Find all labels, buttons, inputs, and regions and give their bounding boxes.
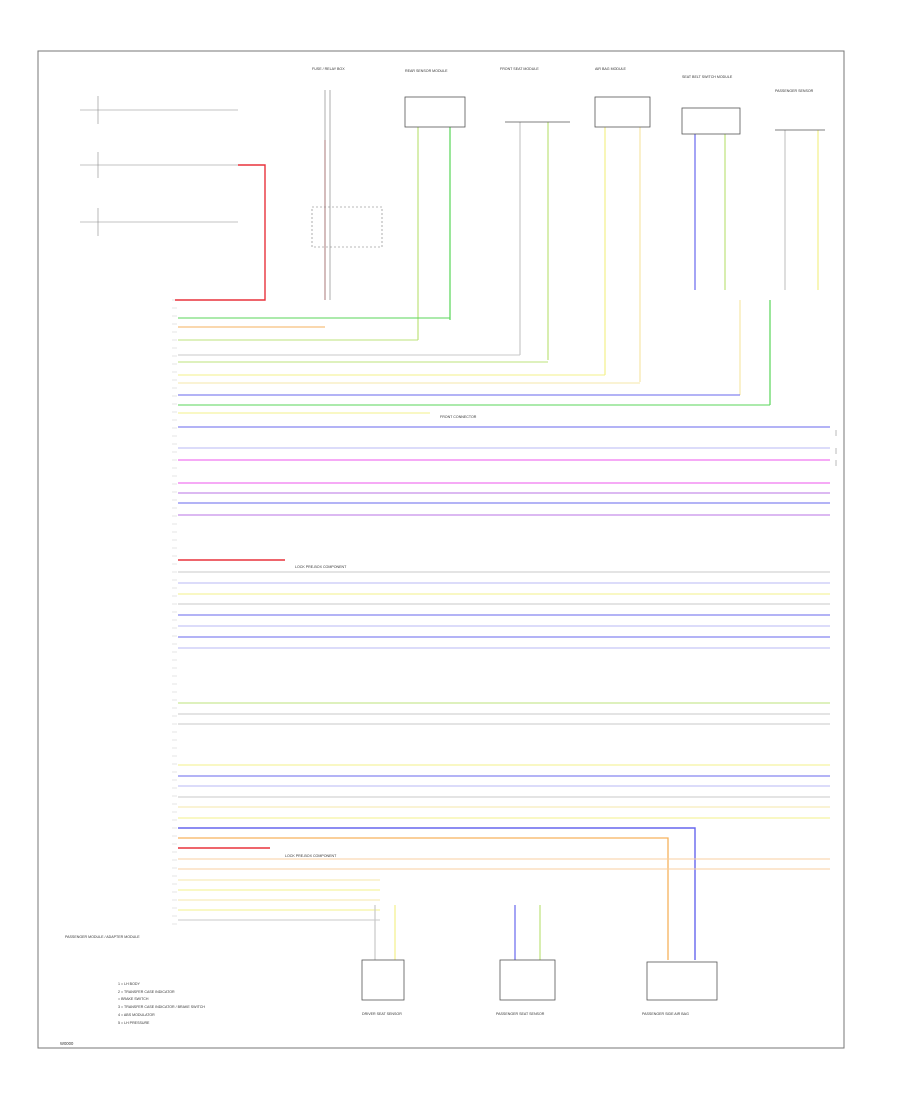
- passenger-seat-sensor-box: [499, 959, 556, 1001]
- wire-group: [172, 122, 830, 960]
- top-component-passenger-sensor: PASSENGER SENSOR: [775, 89, 814, 93]
- bottom-components: [361, 959, 718, 1001]
- diagram-frame: [37, 50, 845, 1049]
- rear-sensor-module-box: [404, 96, 466, 128]
- annotation-lock-pre-box-2: LOCK PRE-BOX COMPONENT: [285, 854, 337, 858]
- driver-seat-sensor-box: [361, 959, 405, 1001]
- airbag-module-box: [594, 96, 651, 128]
- top-component-boxes: [404, 96, 825, 135]
- top-component-airbag: AIR BAG MODULE: [595, 67, 627, 71]
- footer-code: W0000: [60, 1041, 74, 1046]
- legend-line-4: 3 = TRANSFER CASE INDICATOR / BRAKE SWIT…: [118, 1005, 205, 1009]
- top-left-connector-blocks: [80, 96, 238, 236]
- labels: W0000 1 = LH BODY 2 = TRANSFER CASE INDI…: [60, 67, 814, 1046]
- legend-line-5: 4 = ABS MODULATOR: [118, 1013, 155, 1017]
- top-component-front-seat: FRONT SEAT MODULE: [500, 67, 539, 71]
- annotation-lock-pre-box-1: LOCK PRE-BOX COMPONENT: [295, 565, 347, 569]
- legend-line-3: = BRAKE SWITCH: [118, 997, 149, 1001]
- legend-line-2: 2 = TRANSFER CASE INDICATOR: [118, 990, 175, 994]
- passenger-side-airbag-box: [646, 961, 718, 1001]
- legend-line-1: 1 = LH BODY: [118, 982, 140, 986]
- legend-line-6: 5 = LH PRESSURE: [118, 1021, 150, 1025]
- bottom-component-passenger-sensor: PASSENGER SEAT SENSOR: [496, 1012, 545, 1016]
- wire-orange-to-passenger-airbag: [178, 837, 669, 960]
- bottom-left-label: PASSENGER MODULE / ADAPTER MODULE: [65, 935, 140, 939]
- wire-red-branch: [175, 164, 266, 301]
- bottom-component-driver-sensor: DRIVER SEAT SENSOR: [362, 1012, 402, 1016]
- fuse-relay-component: [311, 90, 383, 300]
- top-component-fuse-relay: FUSE / RELAY BOX: [312, 67, 345, 71]
- top-component-seat-belt: SEAT BELT SWITCH MODULE: [682, 75, 733, 79]
- bottom-component-passenger-airbag: PASSENGER SIDE AIR BAG: [642, 1012, 689, 1016]
- seat-belt-switch-module-box: [681, 107, 741, 135]
- annotation-front-connector: FRONT CONNECTOR: [440, 415, 477, 419]
- wire-blue-to-passenger-airbag: [178, 827, 696, 960]
- top-component-rear-sensor: REAR SENSOR MODULE: [405, 69, 448, 73]
